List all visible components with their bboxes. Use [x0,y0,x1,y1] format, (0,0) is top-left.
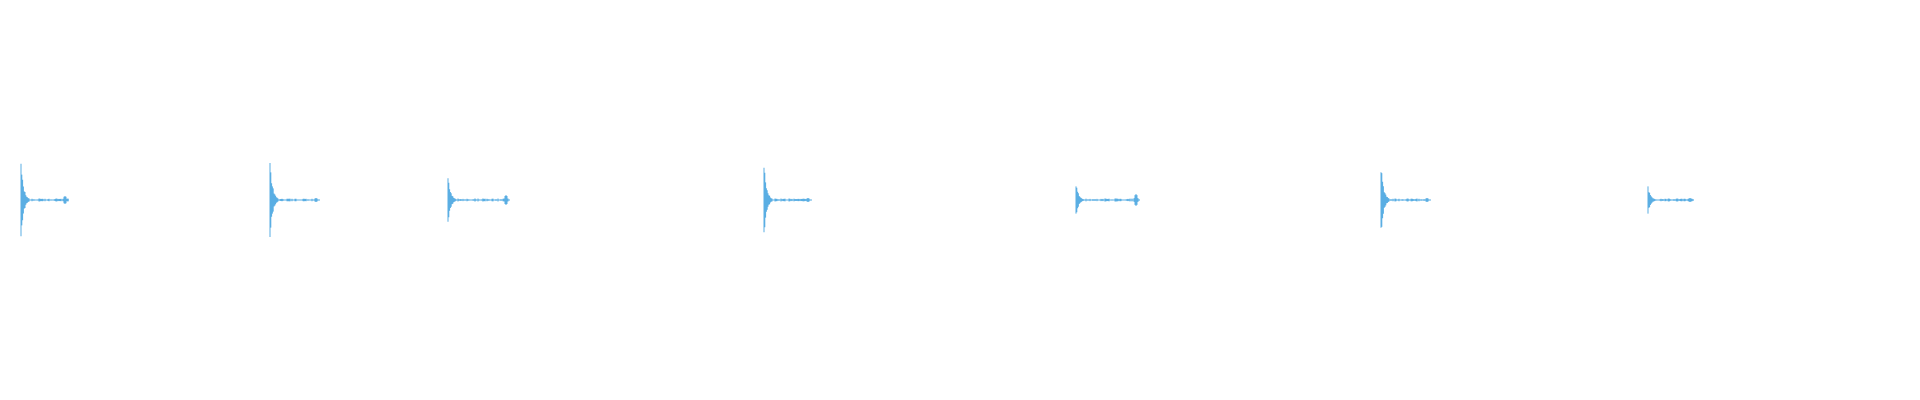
waveform-transients [20,163,1694,237]
waveform-transient [269,163,320,237]
waveform-transient [447,178,510,222]
waveform-transient [1647,186,1694,214]
waveform-transient [763,167,812,233]
waveform-transient [1380,172,1431,228]
waveform-transient [20,163,69,237]
waveform-transient [1075,186,1140,214]
